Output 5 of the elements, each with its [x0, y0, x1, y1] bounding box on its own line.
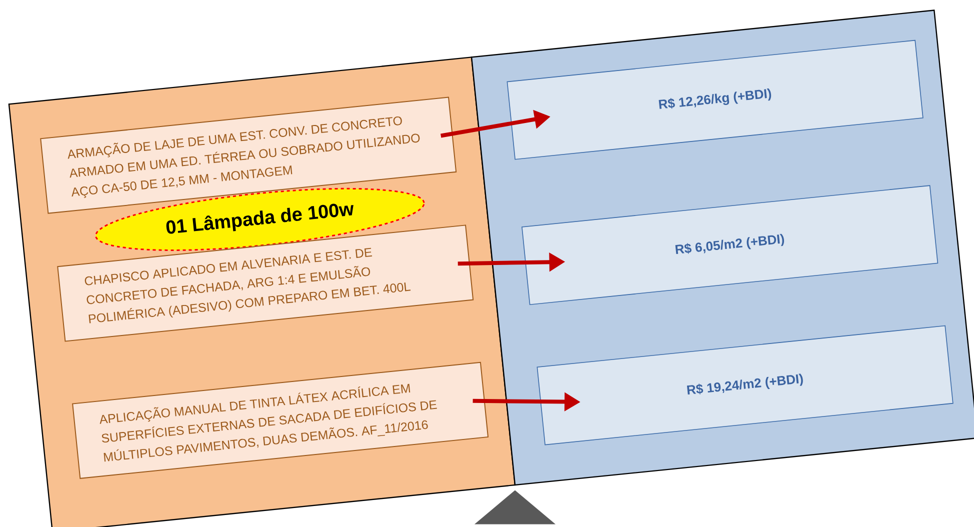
price-box: R$ 12,26/kg (+BDI): [506, 40, 924, 160]
price-box: R$ 19,24/m2 (+BDI): [536, 325, 954, 446]
service-box: APLICAÇÃO MANUAL DE TINTA LÁTEX ACRÍLICA EM SUPERFÍCIES EXTERNAS DE SACADA DE EDIFÍCIOS DE MÚLTIPLOS PAVIMENTOS, DUAS DEMÃOS. AF_11/2016: [72, 362, 489, 479]
price-box: R$ 6,05/m2 (+BDI): [522, 185, 938, 306]
fulcrum-triangle: [474, 490, 556, 524]
